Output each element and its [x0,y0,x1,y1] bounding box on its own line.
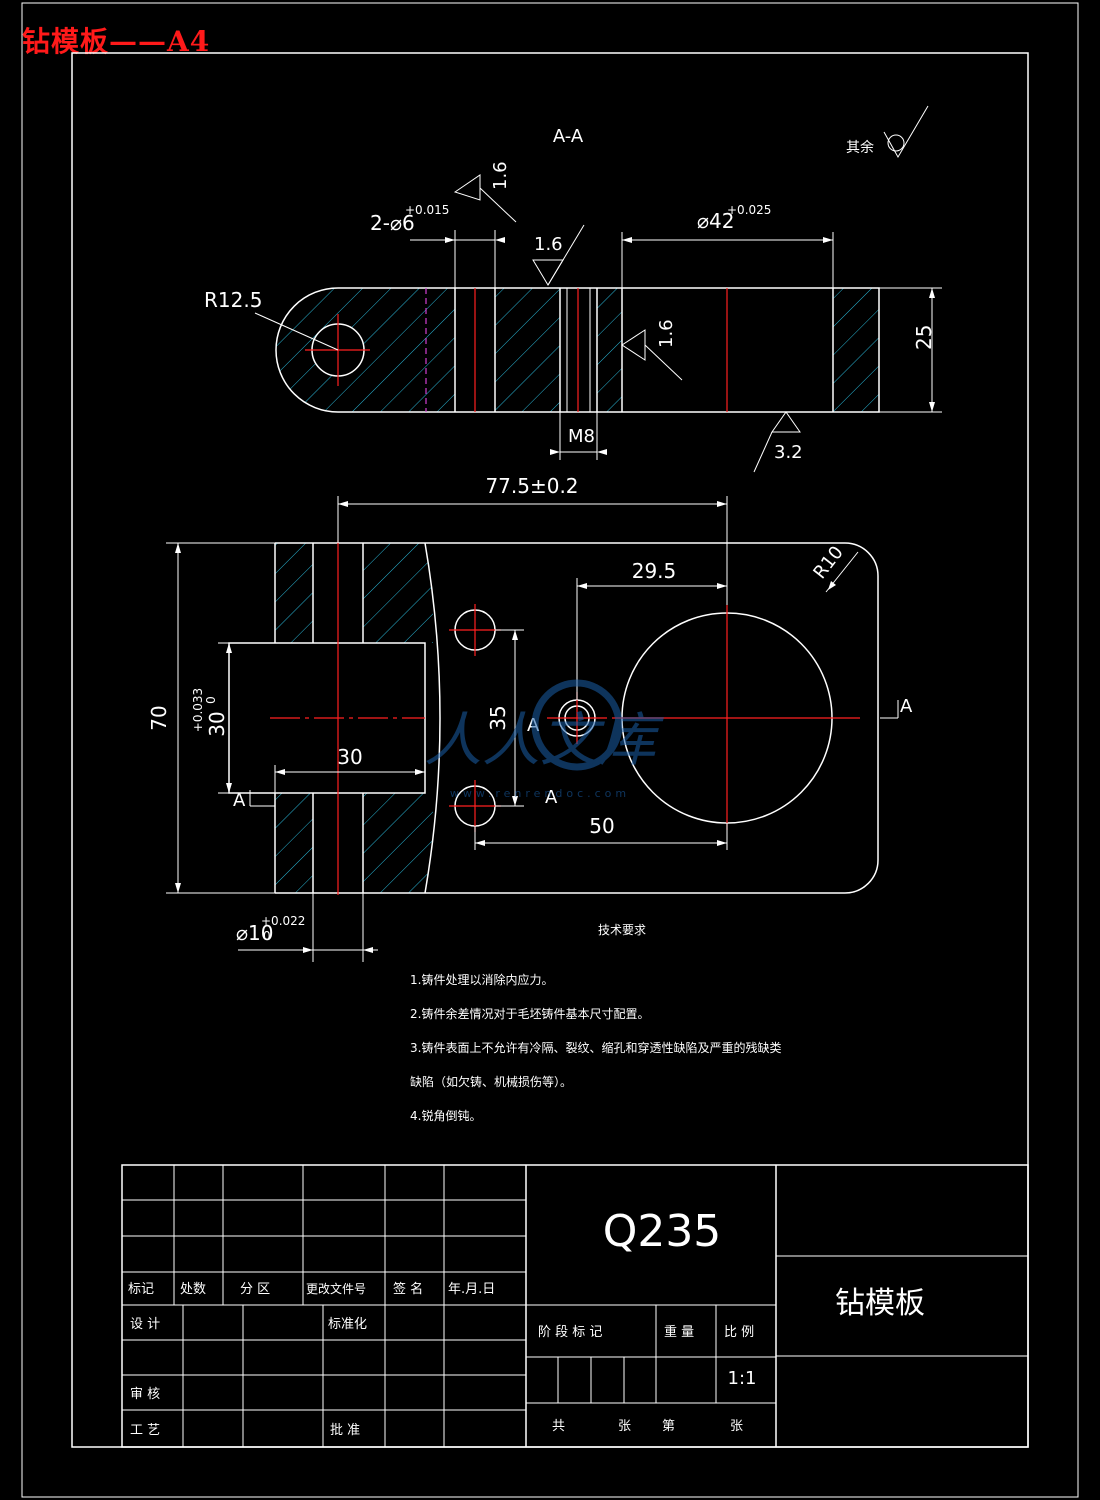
thickness-label: 25 [912,325,936,350]
bore-tolerance: +0.025 [727,203,771,217]
col-zone: 分 区 [240,1282,270,1297]
hole-pair-dimension: 2-⌀6 [370,211,415,235]
tech-requirements: 技术要求 1.铸件处理以消除内应力。 2.铸件余差情况对于毛坯铸件基本尺寸配置。… [410,923,781,1123]
radius-label: R12.5 [204,288,262,312]
tech-item-3b: 缺陷（如欠铸、机械损伤等）。 [410,1074,572,1089]
corner-radius-label: R10 [809,542,847,583]
slot-height-tolerance: +0.033 [191,688,205,732]
roughness-c: 1.6 [656,319,677,348]
page-label: 张 [730,1419,743,1434]
scale-value: 1:1 [728,1368,757,1389]
roughness-b: 1.6 [534,234,563,255]
slot-height-tolerance-low: 0 [204,696,218,704]
title-block-text: Q235 钻模板 标记 处数 分 区 更改文件号 签 名 年.月.日 设 计 标… [128,1206,925,1438]
sheets-label: 张 [618,1419,631,1434]
height-label: 70 [147,705,171,730]
sheet-no-label: 第 [662,1419,675,1434]
rest-roughness-label: 其余 [846,139,874,156]
section-view: A-A 其余 [204,105,942,473]
col-count: 处数 [180,1282,206,1297]
weight-label: 重 量 [664,1324,694,1340]
pin-tolerance-low: 0 [263,929,271,943]
stage-mark-label: 阶 段 标 记 [538,1325,602,1340]
section-dimensions [254,174,942,473]
section-arrowheads [445,237,935,455]
tech-item-4: 4.锐角倒钝。 [410,1109,481,1123]
row-review: 审 核 [130,1387,160,1402]
col-change-doc: 更改文件号 [306,1281,366,1296]
outer-border [21,2,1079,1498]
section-label: A-A [553,126,584,147]
thread-label: M8 [568,426,595,447]
tech-title: 技术要求 [598,923,646,937]
section-outline [275,287,880,413]
center-distance-label: 77.5±0.2 [485,474,578,498]
part-name: 钻模板 [835,1286,925,1321]
plan-hatch [275,543,433,893]
row-approve: 批 准 [330,1423,360,1438]
section-hatch [276,288,879,412]
tech-item-2: 2.铸件余差情况对于毛坯铸件基本尺寸配置。 [410,1006,649,1021]
material-label: Q235 [603,1206,722,1257]
title-block [121,1164,1029,1448]
col-date: 年.月.日 [448,1282,495,1297]
section-mark-left: A [233,790,246,811]
tech-item-1: 1.铸件处理以消除内应力。 [410,972,553,987]
roughness-a: 1.6 [490,161,511,190]
scale-label: 比 例 [724,1325,754,1340]
tech-item-3: 3.铸件表面上不允许有冷隔、裂纹、缩孔和穿透性缺陷及严重的残缺类 [410,1040,781,1055]
roughness-symbol-icon [883,105,929,159]
col-signature: 签 名 [393,1281,423,1297]
total-label: 共 [552,1419,565,1434]
bore-dimension: ⌀42 [697,209,735,233]
pitch-label: 35 [486,705,510,730]
row-standardize: 标准化 [328,1317,367,1332]
pin-tolerance: +0.022 [261,914,305,928]
col-mark: 标记 [128,1282,154,1297]
watermark-url: www.renrendoc.com [450,787,630,800]
plan-arrowheads [175,501,836,953]
row-design: 设 计 [130,1317,160,1332]
slot-height-label: 30 [205,711,229,736]
section-mark-lower: A [545,787,558,808]
distance-label: 50 [589,814,614,838]
watermark-brand: 人人文库 [424,706,664,774]
watermark-logo-icon [531,679,623,771]
plan-centerlines [270,540,860,895]
roughness-d: 3.2 [774,442,803,463]
row-process: 工 艺 [130,1423,160,1438]
section-mark-right: A [900,696,913,717]
slot-depth-label: 30 [337,745,362,769]
offset-label: 29.5 [632,559,677,583]
hole-pair-tolerance: +0.015 [405,203,449,217]
pin-diameter-label: ⌀10 [236,921,274,945]
watermark: 人人文库 www.renrendoc.com [424,679,664,800]
